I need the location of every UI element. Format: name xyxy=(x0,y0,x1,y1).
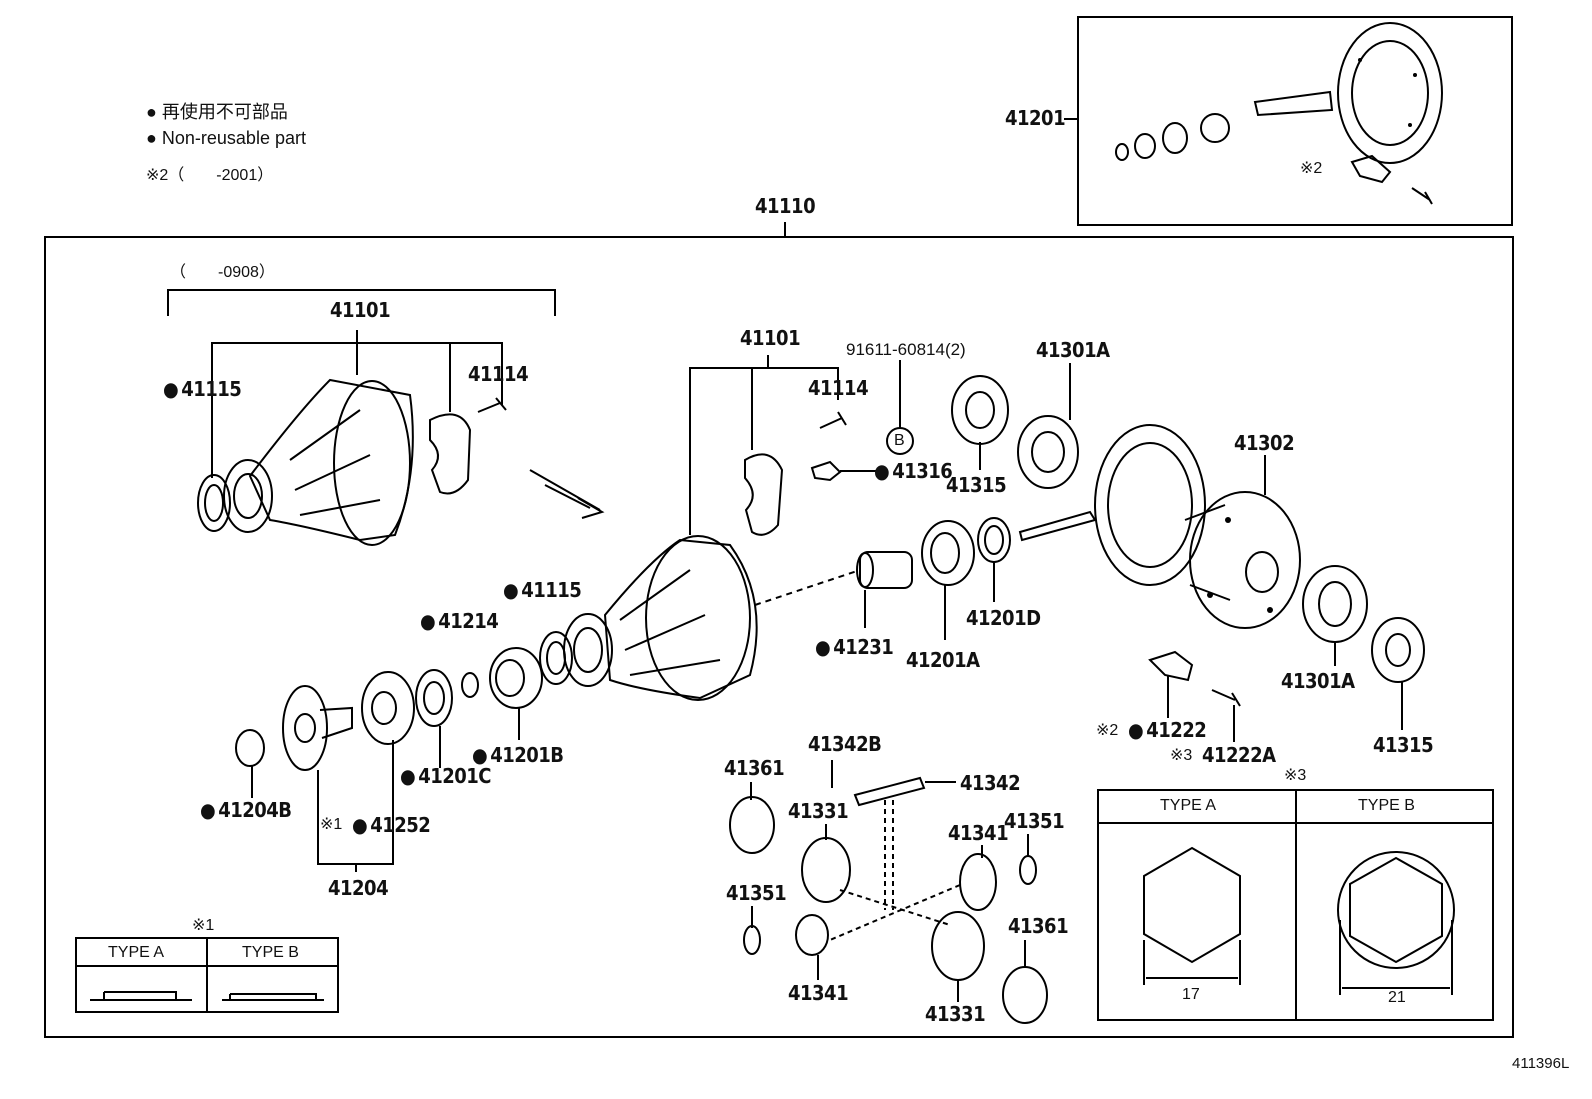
pinion-kit xyxy=(1115,22,1443,205)
table3-type-a: TYPE A xyxy=(1160,797,1217,814)
legend-en: ● Non-reusable part xyxy=(146,128,306,148)
part-label: 41101 xyxy=(330,298,391,322)
companion-flange-parts xyxy=(235,647,543,771)
part-label: 41222A xyxy=(1202,743,1276,767)
legend-jp: ● 再使用不可部品 xyxy=(146,102,288,122)
cap-bolt-main xyxy=(819,411,847,429)
part-label: 41252 xyxy=(352,815,431,835)
part-label: 41342B xyxy=(808,732,882,756)
ring-gear-differential xyxy=(1018,424,1301,629)
assembly-frame xyxy=(44,236,1514,1038)
carrier-housing-left xyxy=(197,378,414,546)
part-label: 41315 xyxy=(1373,733,1434,757)
part-label: 41222 xyxy=(1128,720,1207,740)
callout-b-circle xyxy=(886,427,914,455)
part-label: 41361 xyxy=(724,756,785,780)
part-label: 41231 xyxy=(815,637,894,657)
part-label: 41201C xyxy=(400,766,491,786)
table3-dim-b: 21 xyxy=(1388,989,1406,1006)
part-label: 41204B xyxy=(200,800,292,820)
part-note: ※3 xyxy=(1170,747,1193,764)
part-label: 41204 xyxy=(328,876,389,900)
part-label: 41214 xyxy=(420,611,499,631)
table1-type-a: TYPE A xyxy=(108,944,165,961)
part-label: 41101 xyxy=(740,326,801,350)
bearing-cap-main xyxy=(744,453,784,536)
part-label: 41361 xyxy=(1008,914,1069,938)
cap-bolt-left xyxy=(477,397,507,413)
table3-type-b: TYPE B xyxy=(1358,797,1415,814)
part-label: 41316 xyxy=(874,461,953,481)
table3-note: ※3 xyxy=(1284,767,1307,784)
socket-type-b xyxy=(1337,851,1455,969)
assembly-label: 41110 xyxy=(755,194,816,218)
part-label: 41301A xyxy=(1281,669,1355,693)
part-note: ※1 xyxy=(320,816,343,833)
part-label: 41115 xyxy=(163,379,242,399)
part-label: 41114 xyxy=(808,376,869,400)
part-label: 41331 xyxy=(925,1002,986,1026)
carrier-housing-main xyxy=(539,535,758,701)
legend-note2: ※2（ -2001） xyxy=(146,167,274,184)
part-label: 41201B xyxy=(472,745,564,765)
table-3 xyxy=(1097,789,1494,1021)
part-label: 41341 xyxy=(788,981,849,1005)
part-label: 41341 xyxy=(948,821,1009,845)
table1-note: ※1 xyxy=(192,917,215,934)
table1-type-b: TYPE B xyxy=(242,944,299,961)
part-label: 41302 xyxy=(1234,431,1295,455)
part-label: 41301A xyxy=(1036,338,1110,362)
part-label: 41351 xyxy=(1004,809,1065,833)
part-label: 41201A xyxy=(906,648,980,672)
part-label: 41351 xyxy=(726,881,787,905)
bearing-cap-left xyxy=(429,413,472,495)
part-label: 41315 xyxy=(946,473,1007,497)
kit-note: ※2 xyxy=(1300,160,1323,177)
table-1 xyxy=(75,937,339,1013)
callout-b: B xyxy=(894,432,905,449)
pinion-parts xyxy=(856,517,1011,589)
reference-code: 411396L xyxy=(1512,1055,1570,1072)
part-label: 91611-60814(2) xyxy=(846,340,966,359)
kit-label: 41201 xyxy=(1005,106,1066,130)
part-label: 41114 xyxy=(468,362,529,386)
part-label: 41201D xyxy=(966,606,1041,630)
kit-frame xyxy=(1077,16,1513,226)
part-note: ※2 xyxy=(1096,722,1119,739)
part-label: 41342 xyxy=(960,771,1021,795)
bracket-note: （ -0908） xyxy=(170,264,275,281)
hex-type-a xyxy=(1143,846,1241,964)
table3-dim-a: 17 xyxy=(1182,986,1200,1003)
part-label: 41115 xyxy=(503,580,582,600)
part-label: 41331 xyxy=(788,799,849,823)
